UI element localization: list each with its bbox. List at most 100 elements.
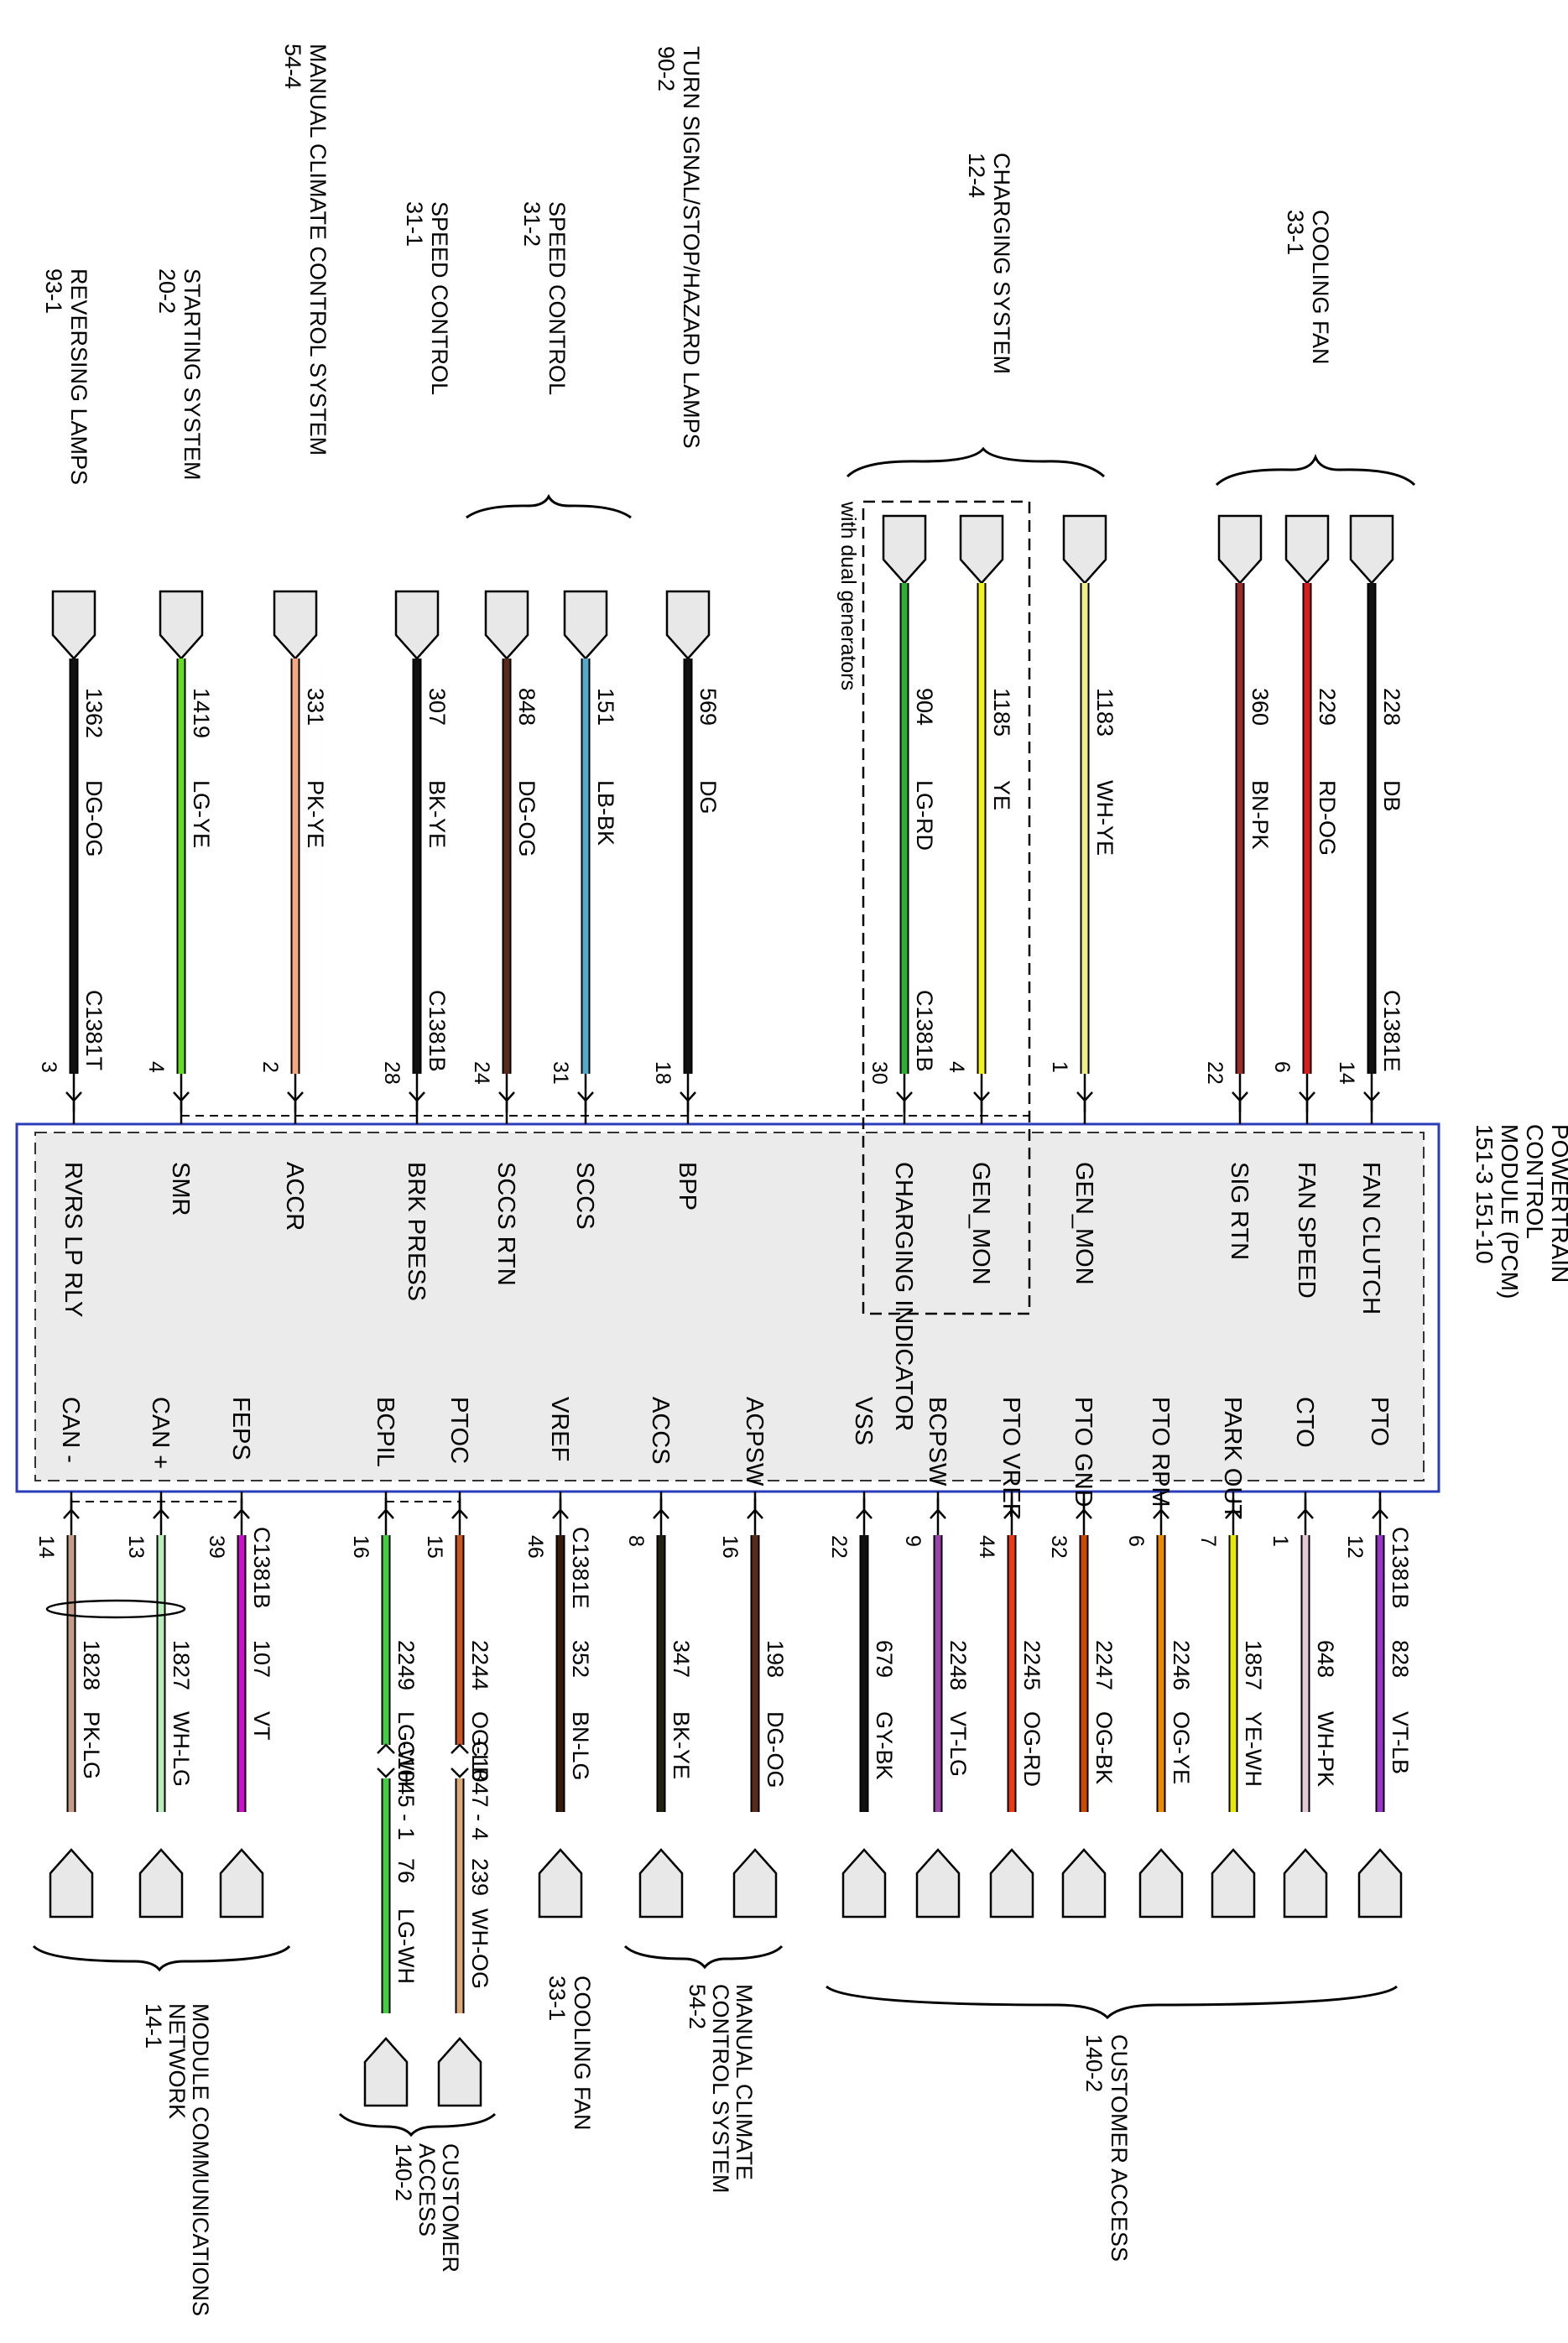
wire-color-code: WH-OG	[467, 1908, 492, 1989]
brace-top-cooling-fan	[1215, 453, 1416, 487]
circuit-number: 2246	[1169, 1640, 1194, 1690]
top-group-label: CHARGING SYSTEM	[989, 153, 1014, 374]
connector-icon	[219, 1848, 264, 1919]
top-group-cooling-fan: COOLING FAN 33-1	[1283, 210, 1333, 365]
pin-terminal-icon	[856, 1498, 873, 1519]
pin-number: 46	[524, 1535, 547, 1559]
pin-terminal-icon	[287, 1091, 304, 1112]
pin-terminal-icon	[233, 1498, 250, 1519]
wire-color-code: BK-YE	[669, 1711, 694, 1779]
circuit-number: 228	[1379, 688, 1404, 726]
wire-color-code: BN-PK	[1248, 780, 1273, 850]
pin-number: 4	[945, 1061, 968, 1073]
wire-color-code: VT-LB	[1388, 1711, 1413, 1774]
pin-number: 14	[34, 1535, 58, 1559]
top-group-ref: 54-4	[280, 44, 305, 89]
top-group-reversing-lamps: REVERSING LAMPS 93-1	[41, 268, 91, 485]
bottom-group-customer-access: CUSTOMER ACCESS 140-2	[1081, 2034, 1132, 2262]
pin-number: 30	[867, 1061, 891, 1085]
connector-id: C1381T	[81, 990, 107, 1070]
wire-color-code: VT	[249, 1711, 274, 1741]
pin-terminal-icon	[1153, 1498, 1169, 1519]
circuit-number: 76	[393, 1858, 419, 1883]
top-group-ref: 33-1	[1283, 210, 1308, 255]
pin-terminal-icon	[1076, 1498, 1092, 1519]
connector-icon	[882, 514, 927, 585]
top-group-starting-system: STARTING SYSTEM 20-2	[154, 268, 205, 481]
signal-name: CTO	[1291, 1397, 1318, 1448]
pin-number: 39	[205, 1535, 228, 1559]
signal-name: ACCR	[281, 1162, 308, 1231]
circuit-number: 347	[669, 1640, 694, 1678]
connector-icon	[484, 590, 529, 660]
pin-terminal-icon	[1372, 1498, 1388, 1519]
pin-terminal-icon	[973, 1091, 990, 1112]
signal-name: PTOC	[445, 1397, 472, 1464]
pin-number: 6	[1270, 1061, 1294, 1073]
wire-color-code: BN-LG	[568, 1711, 593, 1781]
connector-icon	[1211, 1848, 1256, 1919]
pin-number: 16	[718, 1535, 742, 1559]
circuit-number: 2244	[467, 1640, 492, 1690]
signal-name: PTO GND	[1070, 1397, 1097, 1507]
signal-name: SMR	[167, 1162, 194, 1216]
pin-terminal-icon	[451, 1498, 468, 1519]
pcm-module-outline	[15, 1122, 1440, 1493]
brace-top-speed-control	[466, 493, 632, 519]
pin-number: 9	[901, 1535, 925, 1547]
top-group-charging-system: CHARGING SYSTEM 12-4	[964, 153, 1014, 374]
signal-name: BRK PRESS	[403, 1162, 430, 1301]
bottom-group-ref: 54-2	[685, 1984, 710, 2029]
signal-name: ACPSW	[741, 1397, 768, 1487]
dual-generator-box	[862, 500, 1031, 1315]
signal-name: FEPS	[227, 1397, 254, 1460]
bottom-group-label-2: CONTROL SYSTEM	[708, 1984, 733, 2194]
pin-number: 1	[1268, 1535, 1292, 1547]
signal-name: BCPIL	[372, 1397, 399, 1467]
signal-name: CAN +	[147, 1397, 174, 1469]
pin-terminal-icon	[378, 1498, 394, 1519]
pin-number: 1	[1048, 1061, 1071, 1073]
wire-color-code: OG-RD	[1019, 1711, 1044, 1787]
pin-number: 2	[258, 1061, 282, 1073]
signal-name: SIG RTN	[1226, 1162, 1253, 1260]
connector-icon	[538, 1848, 583, 1919]
connector-id: C1381B	[912, 990, 937, 1072]
dual-generator-note: with dual generators	[836, 501, 860, 690]
wire-color-code: OG-YE	[1169, 1711, 1194, 1784]
pin-number: 14	[1335, 1061, 1358, 1085]
circuit-number: 904	[912, 688, 937, 726]
wire-color-code: VT-LG	[945, 1711, 971, 1777]
bottom-group-module-comms: MODULE COMMUNICATIONS NETWORK 14-1	[141, 2003, 213, 2316]
bottom-group-ref: 14-1	[141, 2003, 166, 2049]
connector-icon	[1349, 514, 1394, 585]
brace-bottom-customer-access	[826, 1985, 1398, 2020]
connector-icon	[1284, 514, 1330, 585]
wire-color-code: LG-RD	[912, 780, 937, 851]
connector-icon	[51, 590, 96, 660]
pin-number: 13	[124, 1535, 148, 1559]
bottom-group-cooling-fan: COOLING FAN 33-1	[544, 1976, 595, 2131]
signal-name: ACCS	[647, 1397, 674, 1465]
circuit-number: 848	[514, 688, 539, 726]
circuit-number: 239	[467, 1858, 492, 1896]
bottom-group-manual-climate: MANUAL CLIMATE CONTROL SYSTEM 54-2	[685, 1984, 757, 2194]
pin-terminal-icon	[153, 1498, 169, 1519]
pin-terminal-icon	[930, 1498, 946, 1519]
connector-icon	[159, 590, 204, 660]
pin-number: 4	[144, 1061, 168, 1073]
